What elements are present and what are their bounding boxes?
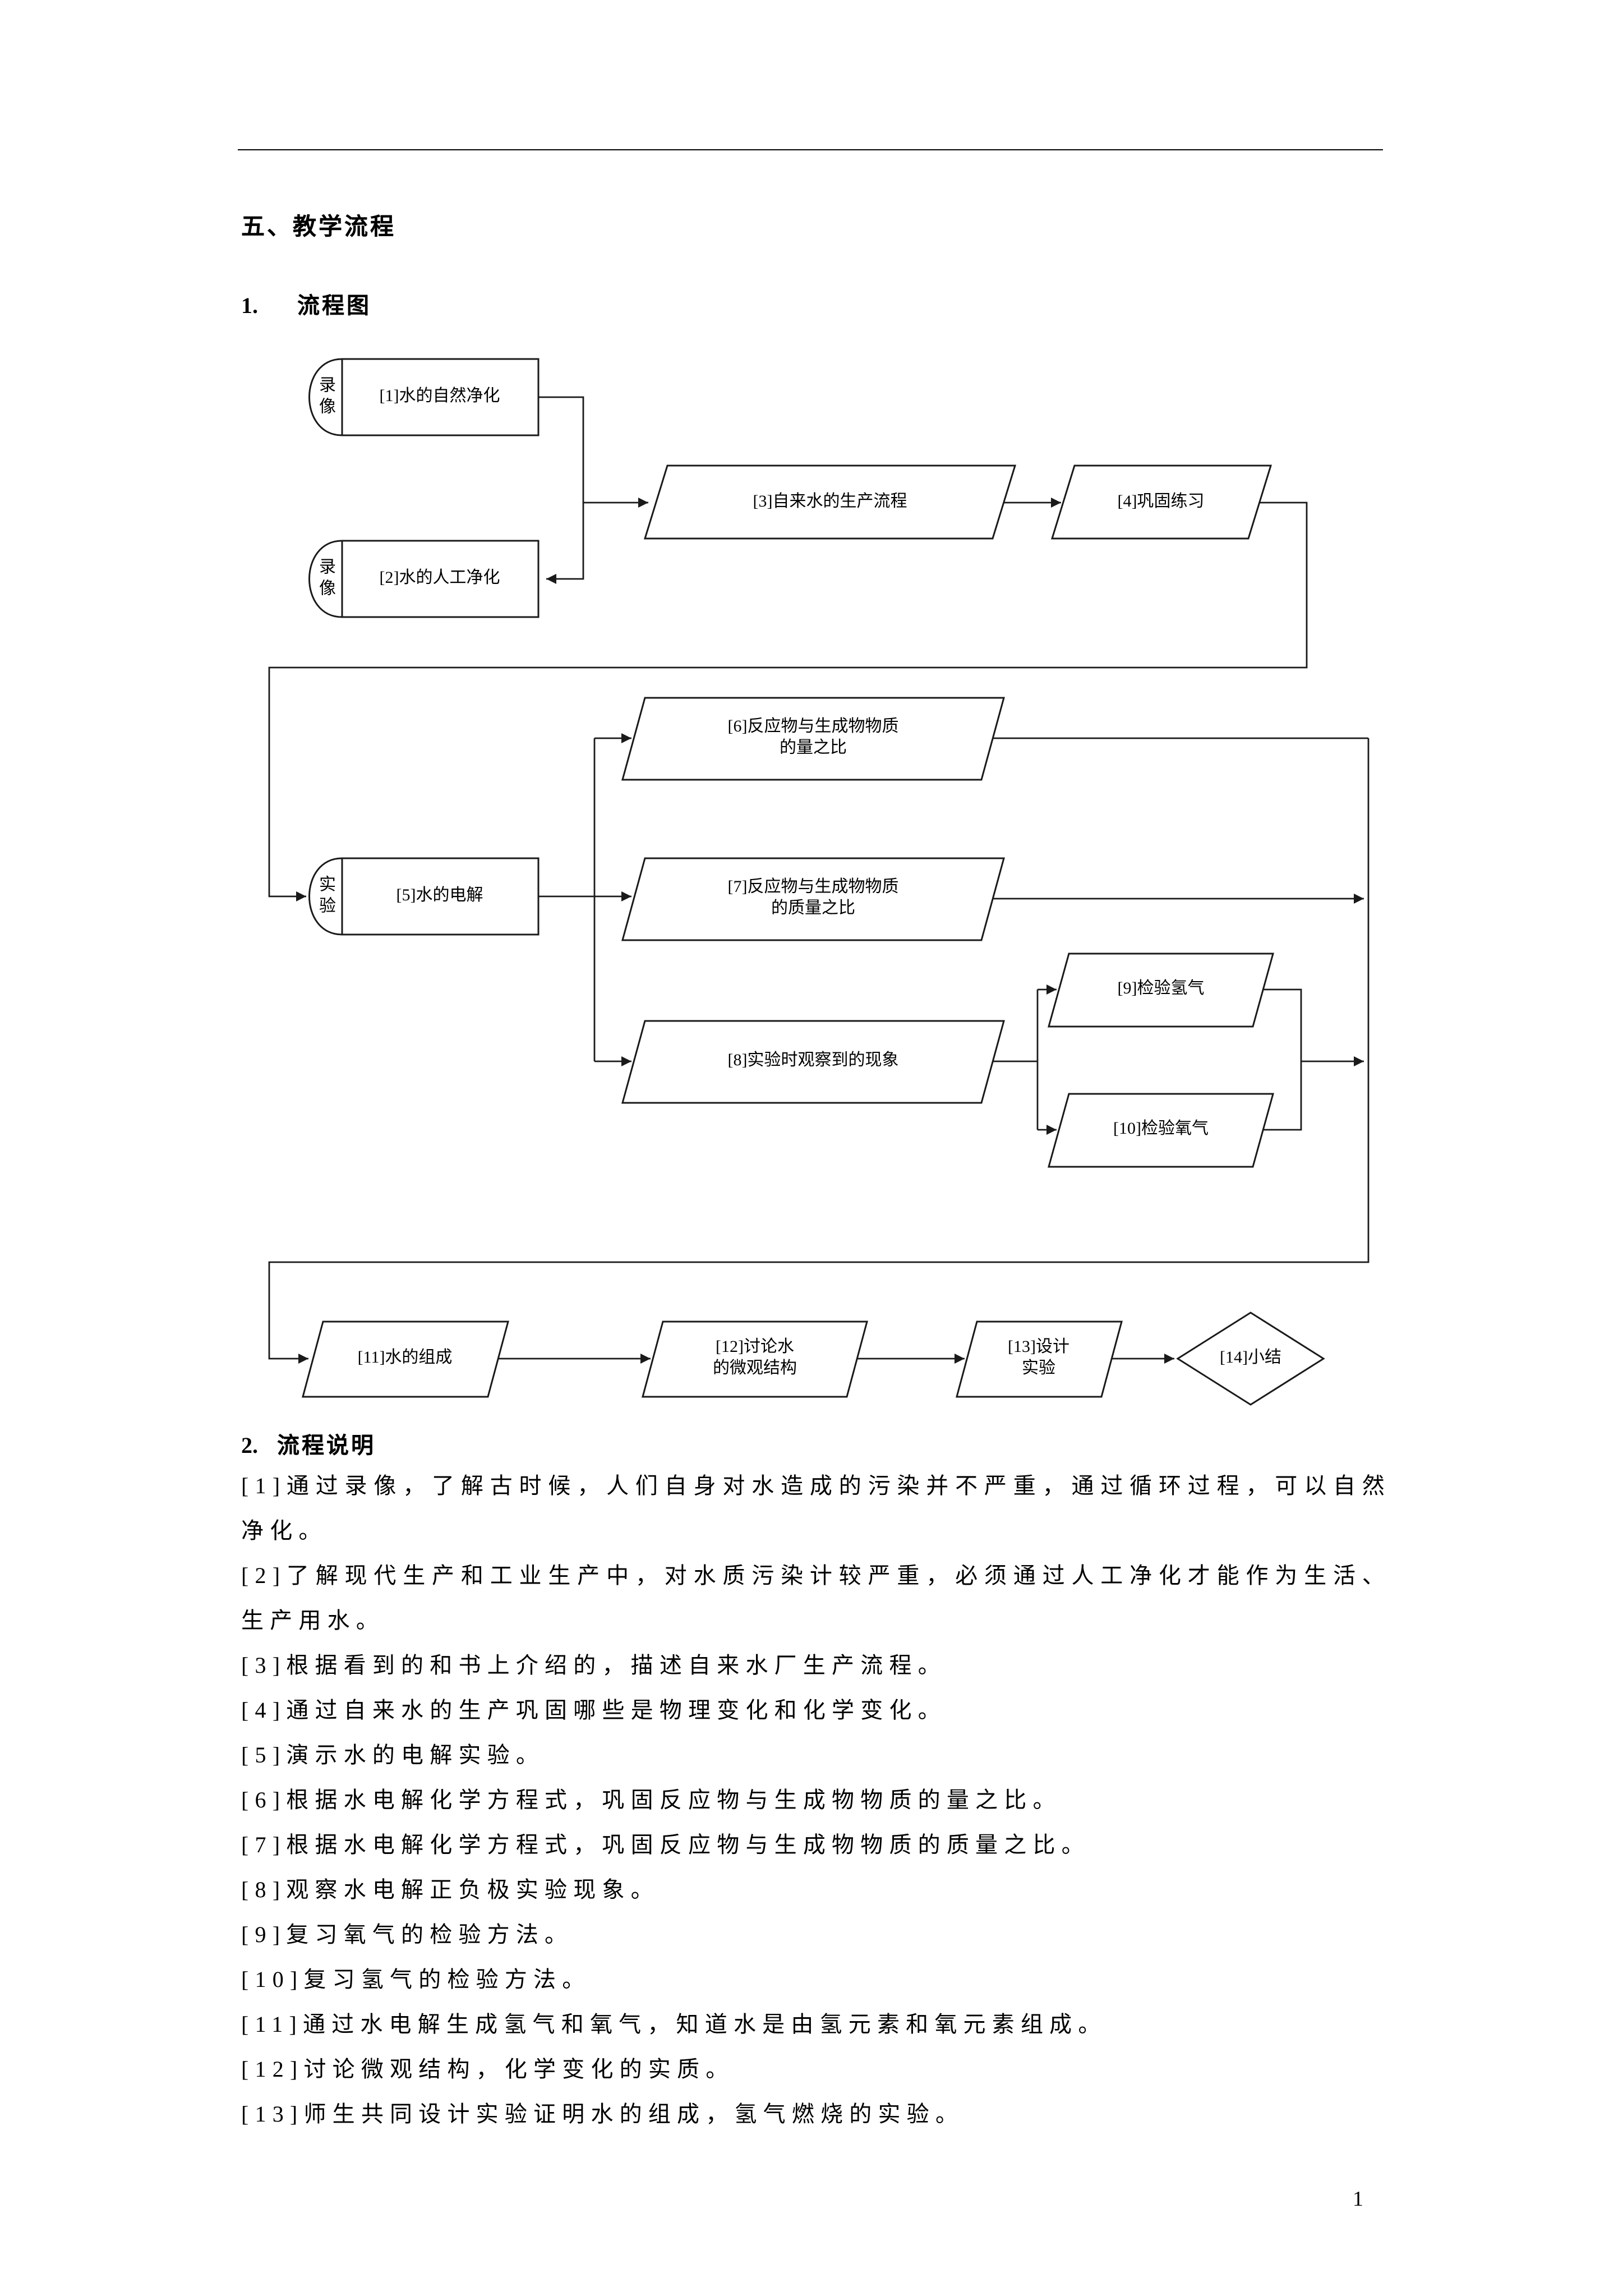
node-5-tag: 实验 [317,875,335,918]
connector-4-to-5 [268,501,1308,901]
subsection-1-title: 流程图 [297,294,371,319]
node-1-tag-shape [308,358,343,436]
node-14-label: [14]小结 [1220,1349,1281,1367]
note-item-8: [8]观察水电解正负极实验现象。 [241,1878,660,1903]
node-9-shape [1048,953,1274,1028]
process-notes: [1]通过录像，了解古时候，人们自身对水造成的污染并不严重，通过循环过程，可以自… [241,1464,1391,2137]
node-1-label: [1]水的自然净化 [379,388,500,406]
page-number: 1 [1353,2188,1363,2211]
node-1-tag: 录像 [317,376,335,418]
node-4-shape [1050,464,1272,540]
flowchart-canvas [268,358,1370,1406]
note-item-4: [4]通过自来水的生产巩固哪些是物理变化和化学变化。 [241,1699,947,1723]
node-12-shape [642,1320,868,1398]
note-item-1: [1]通过录像，了解古时候，人们自身对水造成的污染并不严重，通过循环过程，可以自… [241,1474,1391,1544]
node-10-shape [1048,1093,1274,1168]
note-item-13: [13]师生共同设计实验证明水的组成，氢气燃烧的实验。 [241,2102,965,2127]
node-8-shape [621,1020,1005,1104]
note-item-10: [10]复习氢气的检验方法。 [241,1968,591,1993]
node-5-label: [5]水的电解 [396,887,483,905]
node-13-shape [956,1320,1123,1398]
teaching-flowchart: 录像 [1]水的自然净化 录像 [2]水的人工净化 [3]自来水的生产流程 [4… [0,337,1623,1419]
node-9-label: [9]检验氢气 [1117,980,1205,998]
node-11-label: [11]水的组成 [357,1349,453,1367]
node-2-tag-shape [308,540,343,618]
note-item-5: [5]演示水的电解实验。 [241,1743,545,1768]
node-6-label: [6]反应物与生成物物质的量之比 [727,718,899,757]
connector-9-10-join [1263,988,1302,1131]
node-14-shape [1176,1312,1325,1406]
subsection-2-title: 流程说明 [277,1434,376,1458]
node-2-tag: 录像 [317,558,335,600]
note-item-2: [2]了解现代生产和工业生产中，对水质污染计较严重，必须通过人工净化才能作为生活… [241,1564,1391,1634]
node-6-shape [621,697,1005,781]
connector-rail-to-11 [268,738,1370,1364]
node-7-shape [621,857,1005,941]
subsection-2-heading: 2. 流程说明 [241,1427,376,1460]
subsection-2-number: 2. [241,1434,258,1458]
flowchart-shapes [302,358,1325,1406]
node-4-label: [4]巩固练习 [1117,493,1205,511]
node-10-label: [10]检验氧气 [1113,1120,1209,1138]
node-3-label: [3]自来水的生产流程 [753,493,907,511]
node-1-shape [341,358,540,436]
node-11-shape [302,1320,509,1398]
node-13-label: [13]设计实验 [1008,1338,1069,1378]
header-rule [238,149,1383,150]
subsection-1-heading: 1. 流程图 [241,287,371,320]
note-item-6: [6]根据水电解化学方程式，巩固反应物与生成物物质的量之比。 [241,1788,1062,1813]
note-item-7: [7]根据水电解化学方程式，巩固反应物与生成物物质的质量之比。 [241,1833,1090,1858]
node-3-shape [643,464,1017,540]
flowchart-connectors [268,396,1370,1364]
node-7-label: [7]反应物与生成物物质的质量之比 [727,878,899,918]
section-title: 五、教学流程 [241,213,396,240]
node-2-label: [2]水的人工净化 [379,569,500,587]
node-8-label: [8]实验时观察到的现象 [727,1052,899,1070]
connector-1-to-2 [538,396,584,584]
note-item-12: [12]讨论微观结构，化学变化的实质。 [241,2058,735,2082]
node-5-shape [341,857,540,936]
node-5-tag-shape [308,857,343,936]
note-item-11: [11]通过水电解生成氢气和氧气，知道水是由氢元素和氧元素组成。 [241,2013,1107,2037]
subsection-1-number: 1. [241,294,258,319]
note-item-9: [9]复习氧气的检验方法。 [241,1923,574,1948]
node-12-label: [12]讨论水的微观结构 [712,1338,797,1378]
note-item-3: [3]根据看到的和书上介绍的，描述自来水厂生产流程。 [241,1654,947,1678]
node-2-shape [341,540,540,618]
